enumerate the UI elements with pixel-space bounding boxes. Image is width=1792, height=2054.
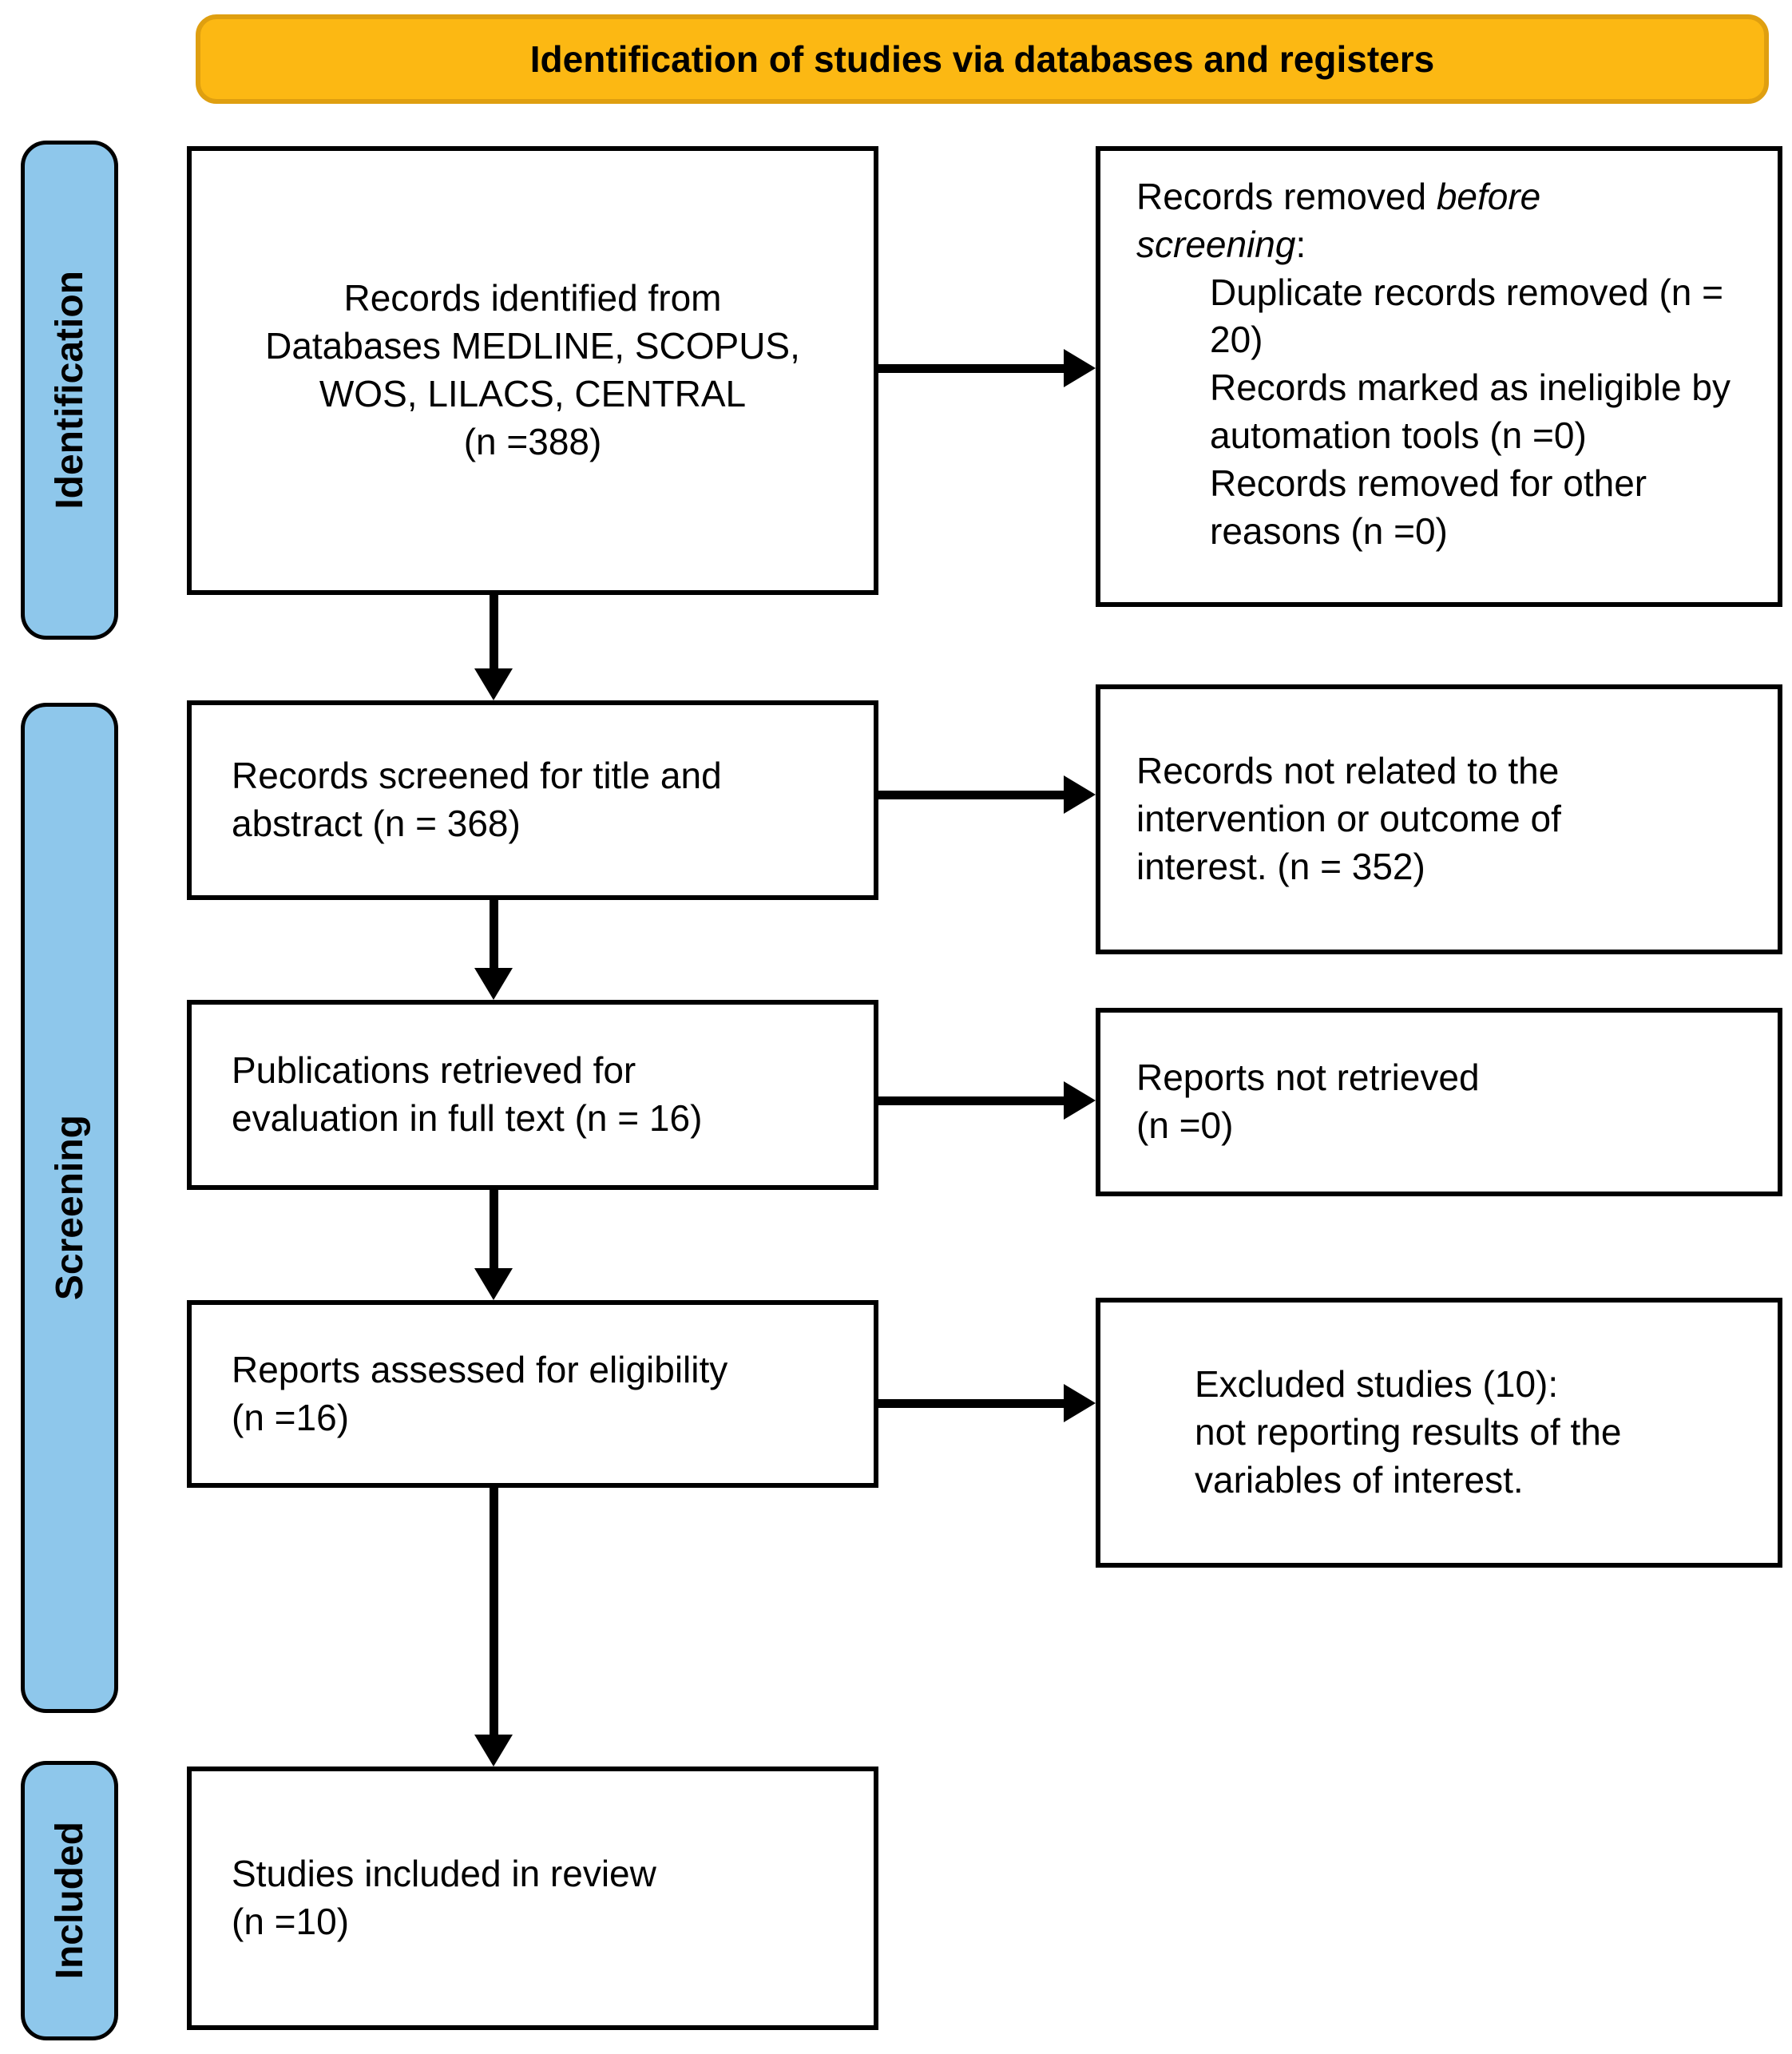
box-text-line: Databases MEDLINE, SCOPUS, — [265, 325, 800, 367]
reports-not-retrieved-box: Reports not retrieved (n =0) — [1096, 1008, 1782, 1196]
arrow-right-screened-to-not-related — [878, 775, 1096, 814]
studies-included-box: Studies included in review (n =10) — [187, 1767, 878, 2030]
box-text-line: interest. (n = 352) — [1136, 845, 1425, 887]
box-text-line: Studies included in review — [232, 1853, 656, 1895]
records-identified-box: Records identified from Databases MEDLIN… — [187, 146, 878, 595]
box-text-line: (n =16) — [232, 1396, 350, 1438]
box-text-line: Excluded studies (10): — [1195, 1363, 1559, 1406]
removed-title-colon: : — [1295, 223, 1306, 265]
box-text-line: abstract (n = 368) — [232, 803, 521, 844]
arrow-right-identified-to-removed — [878, 349, 1096, 387]
arrow-right-retrieved-to-not-retrieved — [878, 1081, 1096, 1120]
removed-reason-item: Records marked as ineligible by automati… — [1210, 367, 1731, 456]
removed-title-text: Records removed — [1136, 176, 1437, 217]
arrow-line — [490, 1190, 498, 1270]
arrow-head — [474, 1268, 513, 1300]
arrow-line — [878, 791, 1067, 799]
arrow-down-assessed-to-included — [474, 1488, 513, 1767]
box-text-line: Records removed before — [1136, 173, 1758, 221]
arrow-line — [490, 1488, 498, 1736]
stage-tab-included: Included — [21, 1761, 118, 2040]
arrow-down-screened-to-retrieved — [474, 900, 513, 1000]
arrow-head — [1064, 1081, 1096, 1120]
box-text-line: Publications retrieved for — [232, 1049, 636, 1092]
box-text-line: Records not related to the — [1136, 750, 1560, 792]
arrow-head — [474, 1735, 513, 1767]
box-text-line: not reporting results of the — [1195, 1411, 1622, 1453]
arrow-right-assessed-to-excluded — [878, 1384, 1096, 1422]
box-text-line: Reports assessed for eligibility — [232, 1348, 728, 1390]
arrow-head — [474, 968, 513, 1000]
removed-reason-item: Records removed for other reasons (n =0) — [1210, 462, 1647, 552]
stage-label: Screening — [48, 1115, 91, 1301]
removed-reasons-list: Duplicate records removed (n = 20) Recor… — [1136, 269, 1758, 556]
box-text-line: intervention or outcome of — [1136, 798, 1561, 840]
box-text-line: (n =10) — [232, 1901, 350, 1942]
arrow-head — [474, 668, 513, 700]
arrow-head — [1064, 775, 1096, 814]
excluded-studies-box: Excluded studies (10): not reporting res… — [1096, 1298, 1782, 1568]
stage-tab-screening: Screening — [21, 703, 118, 1713]
stage-label: Included — [48, 1822, 91, 1980]
banner-title: Identification of studies via databases … — [196, 14, 1769, 104]
reports-assessed-box: Reports assessed for eligibility (n =16) — [187, 1300, 878, 1488]
box-text-line: evaluation in full text (n = 16) — [232, 1097, 703, 1139]
box-text-line: Reports not retrieved — [1136, 1057, 1480, 1099]
arrow-down-identified-to-screened — [474, 595, 513, 700]
box-text-line: WOS, LILACS, CENTRAL — [319, 373, 747, 414]
removed-title-italic: screening — [1136, 223, 1296, 265]
arrow-line — [490, 595, 498, 670]
arrow-line — [490, 900, 498, 970]
box-text-line: Records screened for title and — [232, 755, 722, 797]
arrow-line — [878, 1399, 1067, 1408]
records-removed-box: Records removed before screening: Duplic… — [1096, 146, 1782, 607]
stage-label: Identification — [48, 271, 91, 510]
box-text-line: (n =0) — [1136, 1104, 1234, 1146]
records-screened-box: Records screened for title and abstract … — [187, 700, 878, 900]
box-text-line: Records identified from — [343, 277, 722, 319]
removed-reason-item: Duplicate records removed (n = 20) — [1210, 271, 1724, 361]
publications-retrieved-box: Publications retrieved for evaluation in… — [187, 1000, 878, 1190]
arrow-down-retrieved-to-assessed — [474, 1190, 513, 1300]
box-text-line: screening: — [1136, 221, 1758, 269]
arrow-line — [878, 364, 1067, 373]
box-text-line: (n =388) — [463, 420, 602, 462]
box-text-line: variables of interest. — [1195, 1458, 1524, 1501]
arrow-line — [878, 1096, 1067, 1105]
removed-title-italic: before — [1436, 176, 1541, 217]
arrow-head — [1064, 1384, 1096, 1422]
records-not-related-box: Records not related to the intervention … — [1096, 684, 1782, 954]
arrow-head — [1064, 349, 1096, 387]
banner-title-text: Identification of studies via databases … — [529, 38, 1435, 80]
stage-tab-identification: Identification — [21, 141, 118, 640]
